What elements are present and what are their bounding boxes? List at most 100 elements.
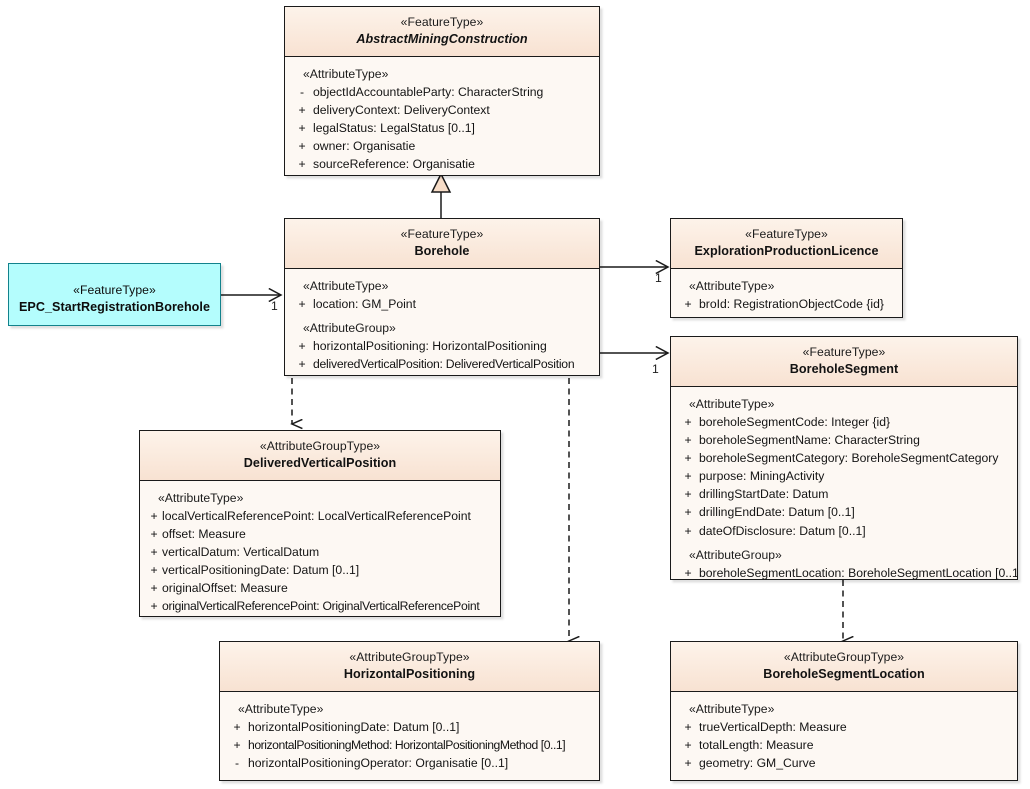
attribute-visibility: +	[684, 469, 692, 484]
attribute-text: boreholeSegmentCategory: BoreholeSegment…	[699, 451, 999, 466]
class-name: Borehole	[414, 244, 470, 259]
attribute-row: + offset: Measure	[146, 525, 494, 543]
attribute-text: offset: Measure	[162, 527, 246, 542]
attribute-text: horizontalPositioning: HorizontalPositio…	[313, 339, 547, 354]
class-body: «AttributeType» + boreholeSegmentCode: I…	[671, 387, 1017, 580]
attribute-row: + boreholeSegmentCategory: BoreholeSegme…	[677, 449, 1011, 467]
attribute-visibility: +	[684, 565, 692, 580]
compartment-label: «AttributeGroup»	[689, 547, 782, 562]
attribute-row: - objectIdAccountableParty: CharacterStr…	[291, 83, 593, 101]
compartment-label: «AttributeType»	[238, 702, 324, 717]
class-horizontal-positioning[interactable]: «AttributeGroupType» HorizontalPositioni…	[219, 641, 600, 781]
multiplicity-borehole-licence: 1	[655, 271, 662, 285]
compartment-label: «AttributeType»	[689, 397, 775, 412]
attribute-text: verticalDatum: VerticalDatum	[162, 545, 320, 560]
attribute-text: geometry: GM_Curve	[699, 756, 816, 771]
attribute-text: dateOfDisclosure: Datum [0..1]	[699, 523, 866, 538]
attribute-text: boreholeSegmentName: CharacterString	[699, 433, 920, 448]
attribute-visibility: +	[298, 297, 306, 312]
class-stereotype: «AttributeGroupType»	[259, 439, 381, 453]
class-stereotype: «FeatureType»	[745, 227, 828, 241]
attribute-row: + deliveryContext: DeliveryContext	[291, 101, 593, 119]
attribute-row: + boreholeSegmentCode: Integer {id}	[677, 413, 1011, 431]
attribute-row: + legalStatus: LegalStatus [0..1]	[291, 119, 593, 137]
connector-generalization-borehole-abstractminingconstruction	[430, 172, 452, 218]
class-name: EPC_StartRegistrationBorehole	[18, 300, 211, 315]
attribute-text: originalVerticalReferencePoint: Original…	[162, 599, 480, 614]
class-borehole-segment[interactable]: «FeatureType» BoreholeSegment «Attribute…	[670, 336, 1018, 580]
attribute-visibility: +	[684, 738, 692, 753]
class-epc-start-registration-borehole[interactable]: «FeatureType» EPC_StartRegistrationBoreh…	[8, 263, 221, 326]
class-borehole-segment-location[interactable]: «AttributeGroupType» BoreholeSegmentLoca…	[670, 641, 1018, 781]
class-stereotype: «AttributeGroupType»	[783, 650, 905, 664]
class-header: «FeatureType» BoreholeSegment	[671, 337, 1017, 388]
attribute-text: boreholeSegmentCode: Integer {id}	[699, 415, 891, 430]
attribute-row: + horizontalPositioning: HorizontalPosit…	[291, 337, 593, 355]
multiplicity-borehole-segment: 1	[652, 362, 659, 376]
attribute-text: sourceReference: Organisatie	[313, 157, 475, 172]
class-name: HorizontalPositioning	[343, 667, 476, 682]
attribute-text: boreholeSegmentLocation: BoreholeSegment…	[699, 565, 1018, 580]
attribute-row: + broId: RegistrationObjectCode {id}	[677, 295, 896, 313]
class-body: «AttributeType» + broId: RegistrationObj…	[671, 269, 902, 317]
attribute-row: + dateOfDisclosure: Datum [0..1]	[677, 522, 1011, 540]
attribute-visibility: +	[684, 523, 692, 538]
attribute-visibility: +	[684, 487, 692, 502]
class-delivered-vertical-position[interactable]: «AttributeGroupType» DeliveredVerticalPo…	[139, 430, 501, 617]
compartment-label: «AttributeType»	[689, 702, 775, 717]
class-exploration-production-licence[interactable]: «FeatureType» ExplorationProductionLicen…	[670, 218, 903, 318]
attribute-text: localVerticalReferencePoint: LocalVertic…	[162, 509, 471, 524]
compartment-label: «AttributeType»	[303, 279, 389, 294]
attribute-visibility: +	[684, 756, 692, 771]
attribute-text: deliveredVerticalPosition: DeliveredVert…	[313, 357, 575, 372]
attribute-row: + location: GM_Point	[291, 295, 593, 313]
attribute-text: verticalPositioningDate: Datum [0..1]	[162, 563, 360, 578]
attribute-row: + boreholeSegmentLocation: BoreholeSegme…	[677, 564, 1017, 580]
attribute-visibility: +	[298, 103, 306, 118]
compartment-label: «AttributeGroup»	[303, 321, 396, 336]
attribute-visibility: +	[150, 581, 158, 596]
attribute-text: originalOffset: Measure	[162, 581, 288, 596]
attribute-text: purpose: MiningActivity	[699, 469, 825, 484]
attribute-text: totalLength: Measure	[699, 738, 814, 753]
compartment-label: «AttributeType»	[303, 67, 389, 82]
class-body: «AttributeType» + location: GM_Point «At…	[285, 269, 599, 375]
class-name: DeliveredVerticalPosition	[243, 456, 397, 471]
attribute-visibility: +	[233, 720, 241, 735]
class-borehole[interactable]: «FeatureType» Borehole «AttributeType» +…	[284, 218, 600, 376]
class-header: «AttributeGroupType» HorizontalPositioni…	[220, 642, 599, 693]
attribute-visibility: +	[684, 433, 692, 448]
attribute-row: + horizontalPositioningDate: Datum [0..1…	[226, 718, 593, 736]
attribute-row: + originalVerticalReferencePoint: Origin…	[146, 597, 494, 615]
class-stereotype: «FeatureType»	[73, 283, 156, 297]
attribute-text: horizontalPositioningOperator: Organisat…	[248, 756, 509, 771]
class-header: «FeatureType» EPC_StartRegistrationBoreh…	[9, 264, 220, 325]
attribute-visibility: -	[299, 85, 305, 100]
attribute-row: + horizontalPositioningMethod: Horizonta…	[226, 736, 593, 754]
attribute-visibility: +	[684, 720, 692, 735]
attribute-visibility: +	[150, 509, 158, 524]
attribute-row: + localVerticalReferencePoint: LocalVert…	[146, 507, 494, 525]
attribute-text: location: GM_Point	[313, 297, 416, 312]
attribute-row: + owner: Organisatie	[291, 137, 593, 155]
attribute-visibility: +	[684, 451, 692, 466]
attribute-visibility: +	[298, 157, 306, 172]
attribute-text: owner: Organisatie	[313, 139, 416, 154]
class-stereotype: «FeatureType»	[802, 345, 886, 359]
attribute-text: trueVerticalDepth: Measure	[699, 720, 847, 735]
attribute-row: + boreholeSegmentName: CharacterString	[677, 431, 1011, 449]
attribute-visibility: +	[150, 545, 158, 560]
attribute-row: - horizontalPositioningOperator: Organis…	[226, 754, 593, 772]
attribute-visibility: -	[234, 756, 240, 771]
attribute-text: drillingEndDate: Datum [0..1]	[699, 505, 855, 520]
attribute-visibility: +	[150, 599, 158, 614]
attribute-visibility: +	[150, 563, 158, 578]
attribute-row: + sourceReference: Organisatie	[291, 155, 593, 173]
attribute-visibility: +	[298, 357, 306, 372]
attribute-text: horizontalPositioningMethod: HorizontalP…	[248, 738, 566, 753]
class-abstract-mining-construction[interactable]: «FeatureType» AbstractMiningConstruction…	[284, 6, 600, 176]
multiplicity-epc-borehole: 1	[271, 299, 278, 313]
compartment-label: «AttributeType»	[158, 491, 244, 506]
class-name: BoreholeSegment	[789, 362, 899, 377]
